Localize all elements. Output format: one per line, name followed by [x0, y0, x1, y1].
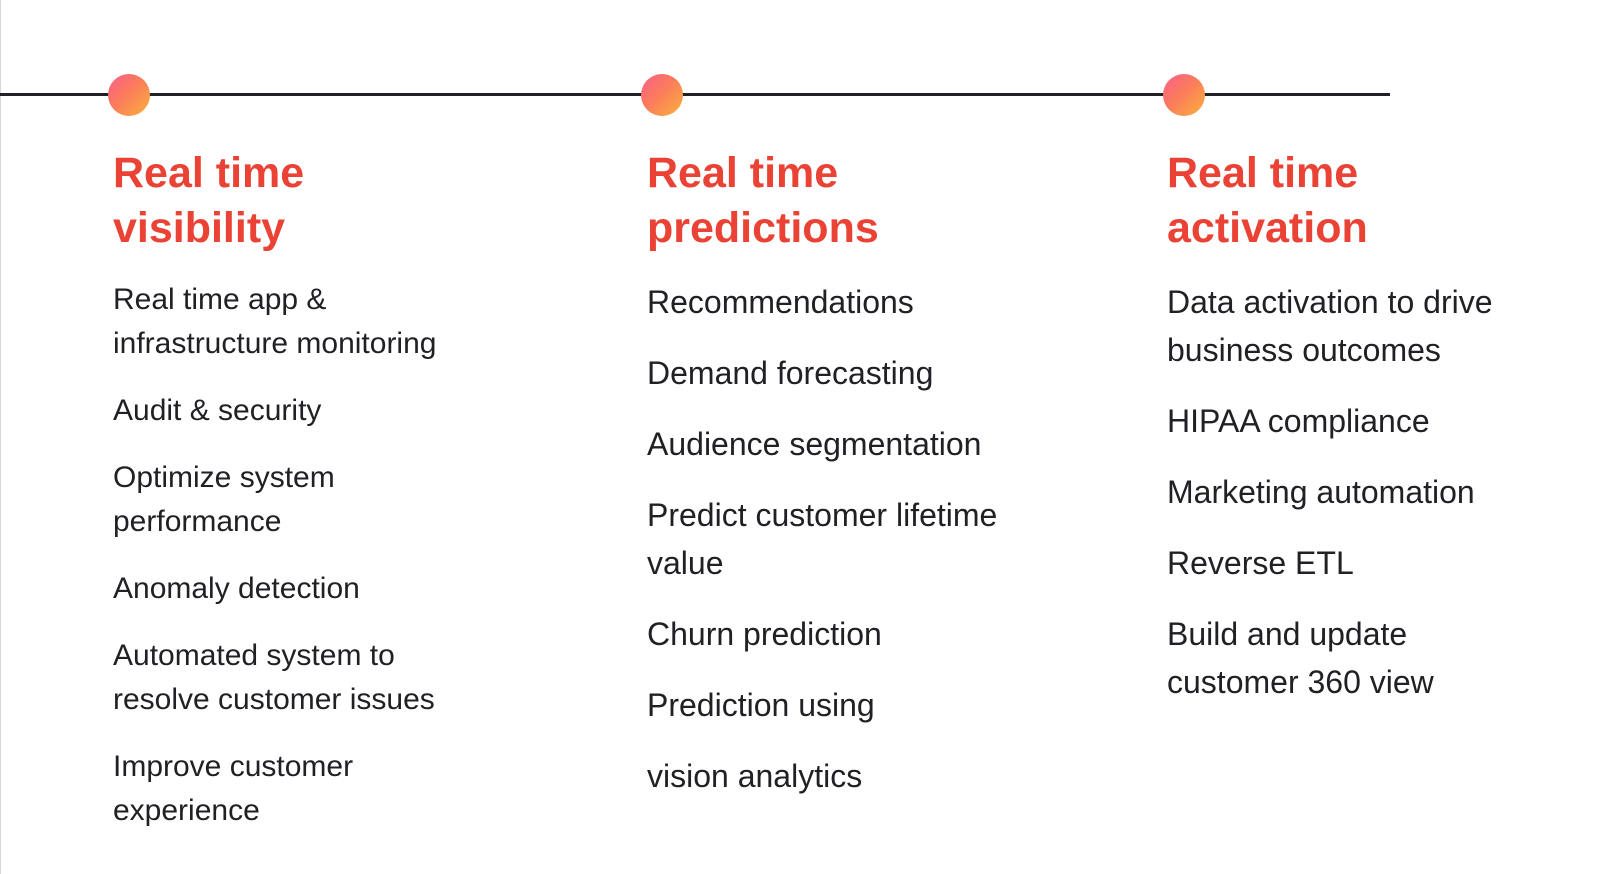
- list-item: Recommendations: [647, 284, 914, 320]
- column-predictions: Real time predictions Recommendations De…: [647, 146, 1087, 823]
- column-visibility: Real time visibility Real time app & inf…: [113, 146, 533, 856]
- timeline-node-visibility: [108, 74, 150, 116]
- heading-line-1: Real time: [113, 149, 305, 197]
- heading-line-2: activation: [1167, 204, 1368, 252]
- list-item: Data activation to drive business outcom…: [1167, 284, 1493, 368]
- list-item: Improve customer experience: [113, 750, 354, 827]
- list-item: Audit & security: [113, 394, 322, 427]
- item-list-activation: Data activation to drive business outcom…: [1167, 278, 1592, 706]
- list-item: Build and update customer 360 view: [1167, 616, 1434, 700]
- list-item: Churn prediction: [647, 616, 882, 652]
- list-item: Demand forecasting: [647, 355, 934, 391]
- list-item: Audience segmentation: [647, 426, 982, 462]
- item-list-predictions: Recommendations Demand forecasting Audie…: [647, 278, 1087, 800]
- heading-line-2: visibility: [113, 204, 286, 252]
- item-list-visibility: Real time app & infrastructure monitorin…: [113, 278, 533, 833]
- heading-line-1: Real time: [647, 149, 839, 197]
- list-item: Predict customer lifetime value: [647, 497, 998, 581]
- list-item: Prediction using: [647, 687, 875, 723]
- list-item: HIPAA compliance: [1167, 403, 1430, 439]
- heading-line-1: Real time: [1167, 149, 1359, 197]
- list-item: Optimize system performance: [113, 461, 335, 538]
- list-item: Anomaly detection: [113, 572, 360, 605]
- list-item: Reverse ETL: [1167, 545, 1354, 581]
- list-item: Real time app & infrastructure monitorin…: [113, 283, 437, 360]
- list-item: Automated system to resolve customer iss…: [113, 639, 435, 716]
- column-heading-predictions: Real time predictions: [647, 146, 1087, 256]
- timeline-line: [0, 93, 1390, 96]
- list-item: vision analytics: [647, 758, 863, 794]
- timeline-node-activation: [1163, 74, 1205, 116]
- column-activation: Real time activation Data activation to …: [1167, 146, 1592, 729]
- heading-line-2: predictions: [647, 204, 879, 252]
- timeline-node-predictions: [641, 74, 683, 116]
- list-item: Marketing automation: [1167, 474, 1475, 510]
- left-edge-border: [0, 0, 1, 874]
- column-heading-activation: Real time activation: [1167, 146, 1592, 256]
- column-heading-visibility: Real time visibility: [113, 146, 533, 256]
